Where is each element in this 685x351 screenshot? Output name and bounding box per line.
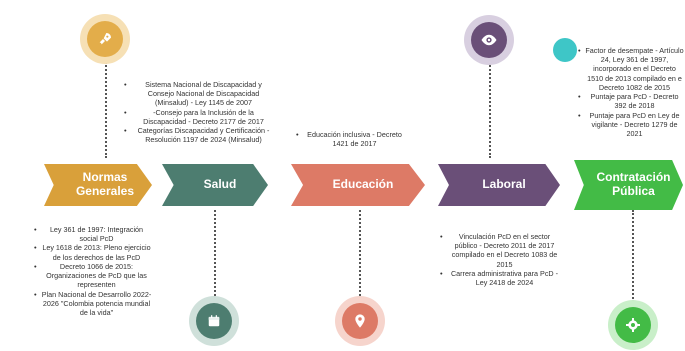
note-item: Ley 361 de 1997: Integración social PcD (34, 225, 152, 243)
connector-educacion (359, 210, 361, 300)
stage-educacion-arrow: Educación (291, 164, 425, 206)
gear-icon (626, 318, 640, 332)
note-item: Puntaje para PcD en Ley de vigilante - D… (578, 111, 684, 139)
note-item: Plan Nacional de Desarrollo 2022-2026 "C… (34, 290, 152, 318)
connector-laboral (489, 62, 491, 158)
note-item: Carrera administrativa para PcD - Ley 24… (440, 269, 562, 287)
note-item: Ley 1618 de 2013: Pleno ejercicio de los… (34, 243, 152, 261)
note-item: Decreto 1066 de 2015: Organizaciones de … (34, 262, 152, 290)
stage-laboral-label: Laboral (482, 177, 526, 192)
note-item: Sistema Nacional de Discapacidad y Conse… (124, 80, 276, 108)
map-pin-icon (355, 314, 365, 328)
notes-contratacion: Factor de desempate - Artículo 24, Ley 3… (578, 46, 684, 138)
salud-calendar-badge (189, 296, 239, 346)
eye-icon (481, 34, 497, 46)
stage-educacion-label: Educación (332, 177, 394, 192)
note-item: Vinculación PcD en el sector público - D… (440, 232, 562, 269)
notes-normas: Ley 361 de 1997: Integración social PcD … (34, 225, 152, 317)
stage-contratacion-label: Contratación Pública (596, 170, 671, 198)
educacion-pin-badge (335, 296, 385, 346)
connector-normas (105, 62, 107, 158)
normas-rocket-badge (80, 14, 130, 64)
note-item: Puntaje para PcD - Decreto 392 de 2018 (578, 92, 684, 110)
stage-salud-label: Salud (203, 177, 237, 192)
calendar-icon (208, 315, 220, 327)
note-item: Factor de desempate - Artículo 24, Ley 3… (578, 46, 684, 92)
teal-dot (553, 38, 577, 62)
note-item: -Consejo para la Inclusión de la Discapa… (124, 108, 276, 126)
notes-laboral: Vinculación PcD en el sector público - D… (440, 232, 562, 287)
stage-laboral-arrow: Laboral (438, 164, 560, 206)
rocket-icon (99, 33, 111, 45)
notes-salud: Sistema Nacional de Discapacidad y Conse… (124, 80, 276, 145)
stage-normas-arrow: Normas Generales (44, 164, 152, 206)
connector-contratacion (632, 210, 634, 302)
stage-normas-label: Normas Generales (75, 170, 135, 198)
stage-salud-arrow: Salud (162, 164, 268, 206)
note-item: Educación inclusiva - Decreto 1421 de 20… (296, 130, 406, 148)
notes-educacion: Educación inclusiva - Decreto 1421 de 20… (296, 130, 406, 148)
stage-contratacion-arrow: Contratación Pública (574, 160, 683, 210)
note-item: Categorías Discapacidad y Certificación … (124, 126, 276, 144)
connector-salud (214, 210, 216, 300)
contratacion-gear-badge (608, 300, 658, 350)
laboral-eye-badge (464, 15, 514, 65)
